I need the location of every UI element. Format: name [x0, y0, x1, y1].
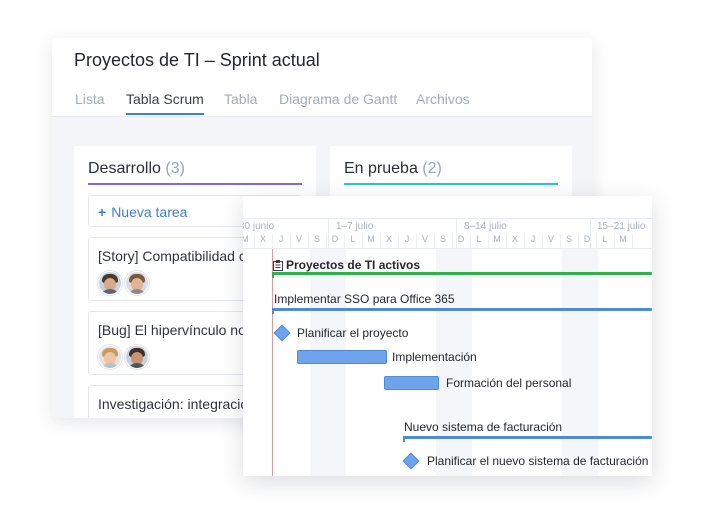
day-label: V [421, 234, 428, 244]
column-header: En prueba (2) [344, 160, 558, 184]
project-label[interactable]: Nuevo sistema de facturación [404, 420, 563, 434]
day-separator [344, 234, 345, 248]
new-task-label: Nueva tarea [111, 204, 188, 220]
day-separator [416, 234, 417, 248]
day-separator [434, 234, 435, 248]
week-separator [590, 218, 591, 248]
column-accent-line [88, 183, 302, 185]
day-label: D [331, 234, 339, 244]
day-label: V [547, 234, 554, 244]
column-count: (3) [165, 160, 185, 177]
week-separator [328, 218, 329, 248]
timeline-bottom-border [243, 248, 652, 249]
day-label: D [457, 234, 465, 244]
day-separator [524, 234, 525, 248]
day-label: S [313, 234, 320, 244]
project-label[interactable]: Implementar SSO para Office 365 [274, 292, 455, 306]
day-separator [614, 234, 615, 248]
column-accent-line [344, 183, 558, 185]
day-separator [578, 234, 579, 248]
task-bar[interactable] [297, 350, 387, 364]
avatar[interactable] [125, 345, 149, 369]
clipboard-icon [273, 260, 283, 271]
column-desarrollo: Desarrollo (3) +Nueva tarea [Story] Comp… [74, 146, 316, 418]
tab-tabla[interactable]: Tabla [224, 91, 258, 107]
tab-diagrama-de-gantt[interactable]: Diagrama de Gantt [279, 91, 398, 107]
day-separator [380, 234, 381, 248]
milestone-label[interactable]: Planificar el nuevo sistema de facturaci… [427, 454, 649, 468]
tab-lista[interactable]: Lista [75, 91, 105, 107]
week-label: 1–7 julio [336, 221, 374, 232]
group-label[interactable]: Proyectos de TI activos [286, 258, 421, 272]
day-separator [326, 234, 327, 248]
day-label: J [530, 234, 536, 244]
day-separator [632, 234, 633, 248]
day-separator [362, 234, 363, 248]
column-name: En prueba [344, 160, 418, 177]
milestone-diamond[interactable] [402, 452, 420, 470]
group-bar[interactable] [272, 272, 652, 278]
day-label: L [350, 234, 356, 244]
scrum-header: Proyectos de TI – Sprint actual Lista Ta… [52, 38, 592, 117]
task-label[interactable]: Implementación [392, 350, 477, 364]
weekend-shade [562, 249, 598, 476]
avatar[interactable] [125, 271, 149, 295]
project-bar[interactable] [403, 436, 652, 442]
timeline-top-border [243, 218, 652, 219]
day-label: M [367, 234, 375, 244]
week-label: 8–14 julio [464, 221, 507, 232]
day-label: V [295, 234, 302, 244]
column-header: Desarrollo (3) [88, 160, 302, 184]
day-label: J [278, 234, 284, 244]
week-separator [456, 218, 457, 248]
day-label: J [404, 234, 410, 244]
day-label: X [385, 234, 392, 244]
week-label: 30 junio [243, 221, 275, 232]
task-bar[interactable] [384, 376, 439, 390]
day-separator [272, 234, 273, 248]
day-label: D [583, 234, 591, 244]
day-label: L [476, 234, 482, 244]
task-label[interactable]: Formación del personal [446, 376, 572, 390]
day-label: S [439, 234, 446, 244]
day-label: X [259, 234, 266, 244]
day-label: M [493, 234, 501, 244]
day-label: L [602, 234, 608, 244]
day-separator [596, 234, 597, 248]
project-bar[interactable] [272, 308, 652, 314]
milestone-diamond[interactable] [273, 324, 291, 342]
day-separator [542, 234, 543, 248]
week-label: 15–21 julio [597, 221, 646, 232]
day-label: M [243, 234, 249, 244]
gantt-window: 30 junio 1–7 julio 8–14 julio 15–21 juli… [243, 196, 652, 476]
day-label: S [565, 234, 572, 244]
day-separator [452, 234, 453, 248]
day-separator [290, 234, 291, 248]
page-title: Proyectos de TI – Sprint actual [74, 50, 320, 70]
column-name: Desarrollo [88, 160, 161, 177]
day-separator [398, 234, 399, 248]
card-title: Investigación: integración [98, 396, 256, 412]
day-separator [488, 234, 489, 248]
day-separator [470, 234, 471, 248]
day-separator [506, 234, 507, 248]
tab-tabla-scrum[interactable]: Tabla Scrum [126, 91, 204, 115]
tab-archivos[interactable]: Archivos [416, 91, 470, 107]
day-separator [308, 234, 309, 248]
avatar[interactable] [98, 345, 122, 369]
milestone-label[interactable]: Planificar el proyecto [297, 326, 409, 340]
day-label: M [619, 234, 627, 244]
day-separator [254, 234, 255, 248]
day-label: X [511, 234, 518, 244]
day-separator [560, 234, 561, 248]
plus-icon: + [98, 204, 107, 220]
avatar[interactable] [98, 271, 122, 295]
today-line [272, 249, 273, 476]
column-count: (2) [422, 160, 442, 177]
